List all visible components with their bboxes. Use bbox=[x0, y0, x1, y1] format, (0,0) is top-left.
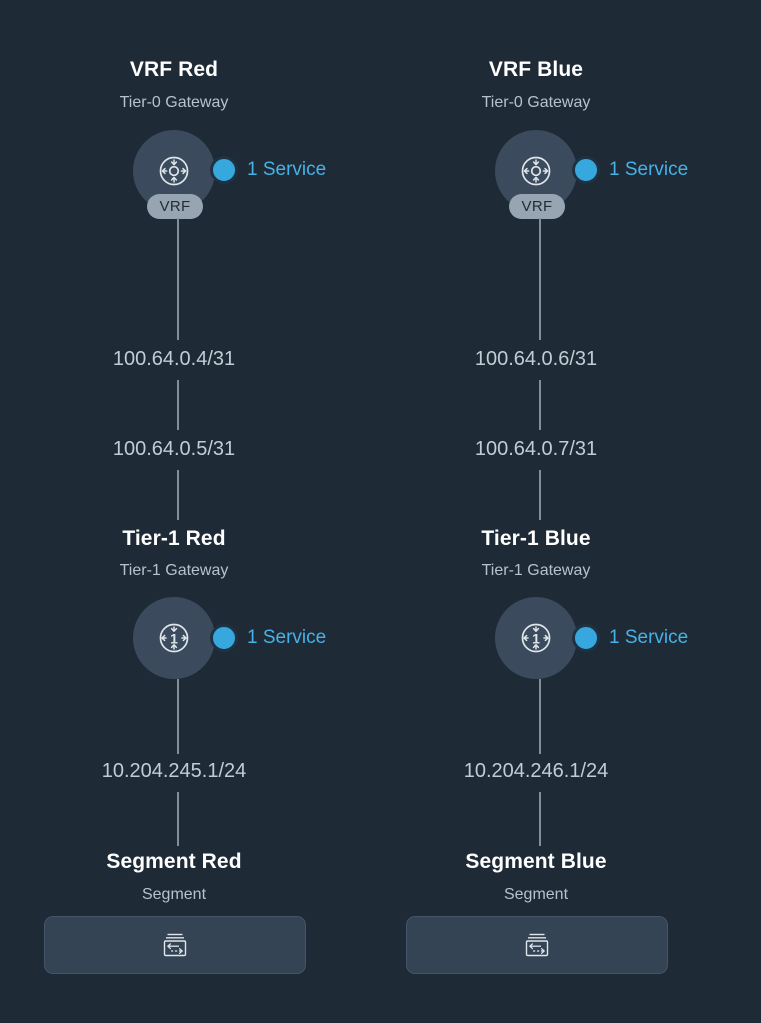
connector-segment bbox=[177, 218, 179, 340]
tier1-router-icon: 1 bbox=[521, 623, 551, 653]
segment-node-subtitle: Segment bbox=[141, 886, 207, 903]
tier0-node-title: VRF Blue bbox=[488, 58, 584, 81]
link-ip-upper: 100.64.0.4/31 bbox=[112, 348, 236, 370]
segment-link-ip: 10.204.246.1/24 bbox=[463, 760, 609, 782]
svg-text:1: 1 bbox=[532, 630, 540, 646]
segment-switch-icon bbox=[525, 933, 549, 957]
tier0-node-subtitle: Tier-0 Gateway bbox=[119, 94, 229, 111]
connector-segment bbox=[539, 470, 541, 520]
topology-column-red: VRF Red Tier-0 Gateway VRF bbox=[4, 0, 344, 1023]
segment-node-title: Segment Blue bbox=[465, 850, 607, 873]
tier1-node-subtitle: Tier-1 Gateway bbox=[481, 562, 591, 579]
service-dot-icon bbox=[572, 624, 600, 652]
tier0-router-icon bbox=[521, 156, 551, 186]
tier1-node-title: Tier-1 Red bbox=[122, 527, 226, 550]
segment-link-ip: 10.204.245.1/24 bbox=[101, 760, 247, 782]
connector-segment bbox=[177, 470, 179, 520]
connector-segment bbox=[177, 380, 179, 430]
tier1-service-badge[interactable]: 1 Service bbox=[210, 624, 326, 652]
tier0-service-badge[interactable]: 1 Service bbox=[210, 156, 326, 184]
tier0-vrf-badge: VRF bbox=[147, 194, 203, 219]
connector-segment bbox=[539, 380, 541, 430]
segment-node-subtitle: Segment bbox=[503, 886, 569, 903]
svg-text:1: 1 bbox=[170, 630, 178, 646]
tier0-service-badge[interactable]: 1 Service bbox=[572, 156, 688, 184]
service-dot-icon bbox=[210, 156, 238, 184]
connector-segment bbox=[177, 792, 179, 846]
segment-node-box[interactable] bbox=[406, 916, 668, 974]
connector-segment bbox=[539, 218, 541, 340]
tier0-router-icon bbox=[159, 156, 189, 186]
connector-segment bbox=[539, 792, 541, 846]
tier0-vrf-badge: VRF bbox=[509, 194, 565, 219]
tier1-node-title: Tier-1 Blue bbox=[481, 527, 591, 550]
service-dot-icon bbox=[572, 156, 600, 184]
tier0-node-subtitle: Tier-0 Gateway bbox=[481, 94, 591, 111]
tier1-node-circle[interactable]: 1 bbox=[133, 597, 215, 679]
tier1-service-label: 1 Service bbox=[247, 627, 327, 648]
connector-segment bbox=[177, 679, 179, 754]
service-dot-icon bbox=[210, 624, 238, 652]
connector-segment bbox=[539, 679, 541, 754]
link-ip-lower: 100.64.0.5/31 bbox=[112, 438, 236, 460]
tier0-service-label: 1 Service bbox=[609, 159, 689, 180]
segment-node-box[interactable] bbox=[44, 916, 306, 974]
segment-node-title: Segment Red bbox=[106, 850, 242, 873]
tier1-node-circle[interactable]: 1 bbox=[495, 597, 577, 679]
tier1-service-label: 1 Service bbox=[609, 627, 689, 648]
link-ip-lower: 100.64.0.7/31 bbox=[474, 438, 598, 460]
tier1-node-subtitle: Tier-1 Gateway bbox=[119, 562, 229, 579]
topology-column-blue: VRF Blue Tier-0 Gateway VRF 1 Service bbox=[366, 0, 706, 1023]
tier0-node-title: VRF Red bbox=[129, 58, 219, 81]
link-ip-upper: 100.64.0.6/31 bbox=[474, 348, 598, 370]
tier0-service-label: 1 Service bbox=[247, 159, 327, 180]
segment-switch-icon bbox=[163, 933, 187, 957]
tier1-service-badge[interactable]: 1 Service bbox=[572, 624, 688, 652]
tier1-router-icon: 1 bbox=[159, 623, 189, 653]
